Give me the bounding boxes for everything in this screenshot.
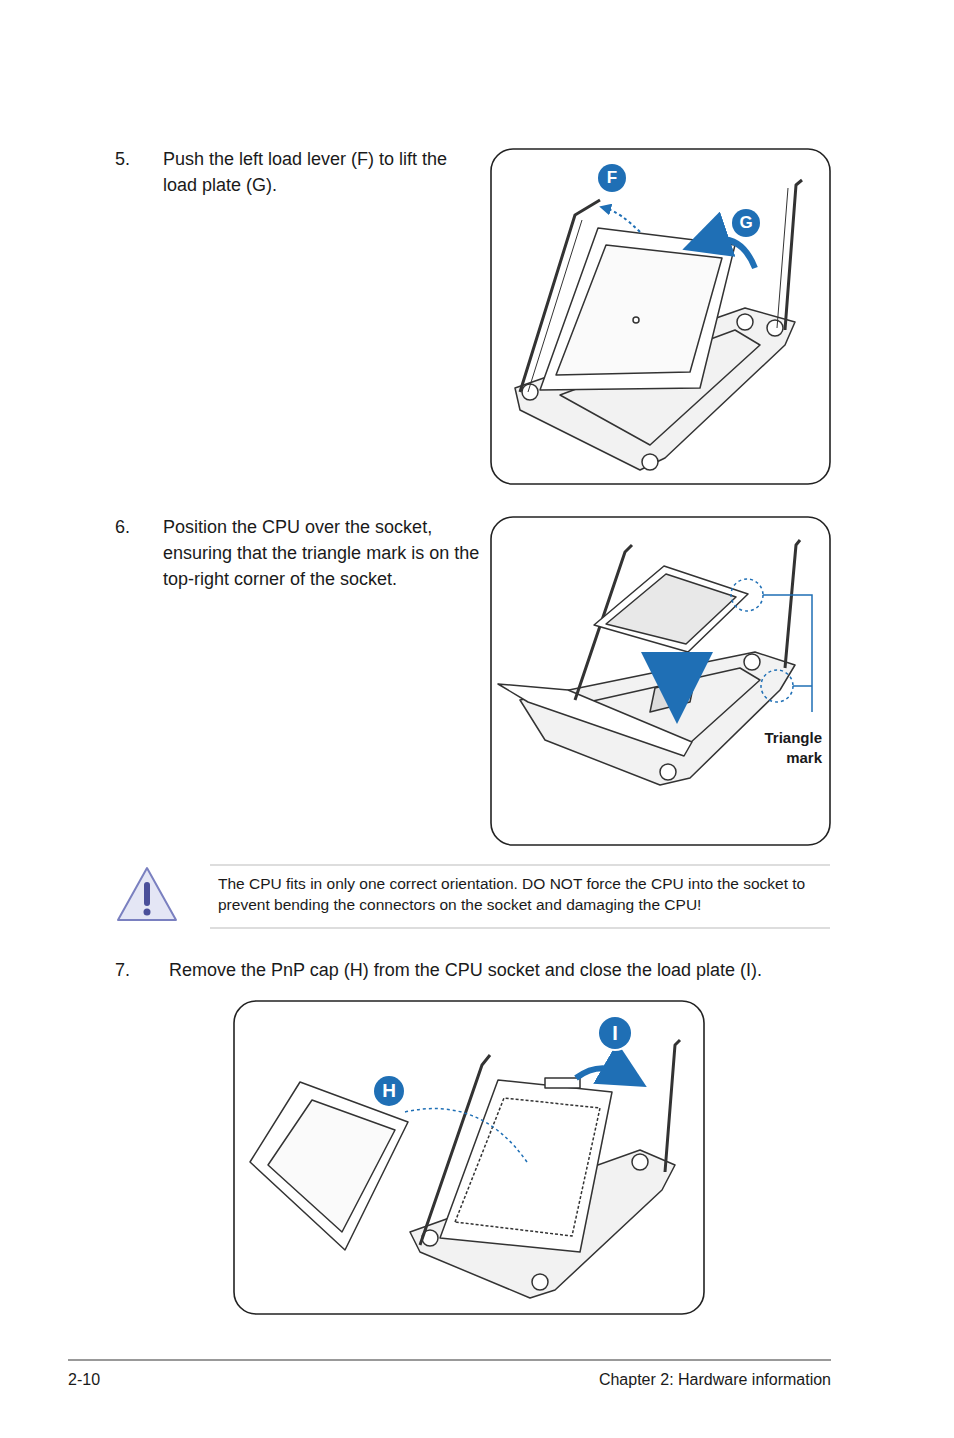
- leader-bracket: [763, 595, 812, 712]
- close-arrow: [576, 1068, 626, 1078]
- step-text: Position the CPU over the socket, ensuri…: [163, 514, 483, 592]
- cpu-socket: [410, 1040, 680, 1298]
- callout-circle: F: [598, 164, 626, 192]
- step-text: Push the left load lever (F) to lift the…: [163, 146, 483, 198]
- figure-panel: [491, 517, 830, 845]
- page-number: 2-10: [68, 1368, 168, 1391]
- lift-arrow: [705, 239, 755, 268]
- step-number: 7.: [115, 957, 155, 983]
- callout-letter: F: [607, 168, 617, 188]
- callout-label: Triangle mark: [742, 728, 822, 769]
- callout-letter: G: [739, 213, 752, 233]
- step-number: 5.: [115, 146, 155, 172]
- callout-circle: I: [599, 1017, 631, 1049]
- cpu-socket: [515, 180, 802, 470]
- warning-icon: [118, 868, 176, 920]
- chapter-footer: Chapter 2: Hardware information: [430, 1368, 831, 1391]
- callout-letter: H: [382, 1080, 396, 1102]
- callout-circle: G: [732, 209, 760, 237]
- warning-note: The CPU fits in only one correct orienta…: [218, 874, 830, 916]
- figure-panel: [491, 149, 830, 484]
- figure-panel: [234, 1001, 704, 1314]
- step-text: Remove the PnP cap (H) from the CPU sock…: [169, 957, 829, 983]
- step-number: 6.: [115, 514, 155, 540]
- callout-circle: H: [374, 1076, 404, 1106]
- pnp-cap: [250, 1082, 408, 1250]
- callout-letter: I: [612, 1022, 618, 1045]
- place-arrow: [673, 655, 682, 688]
